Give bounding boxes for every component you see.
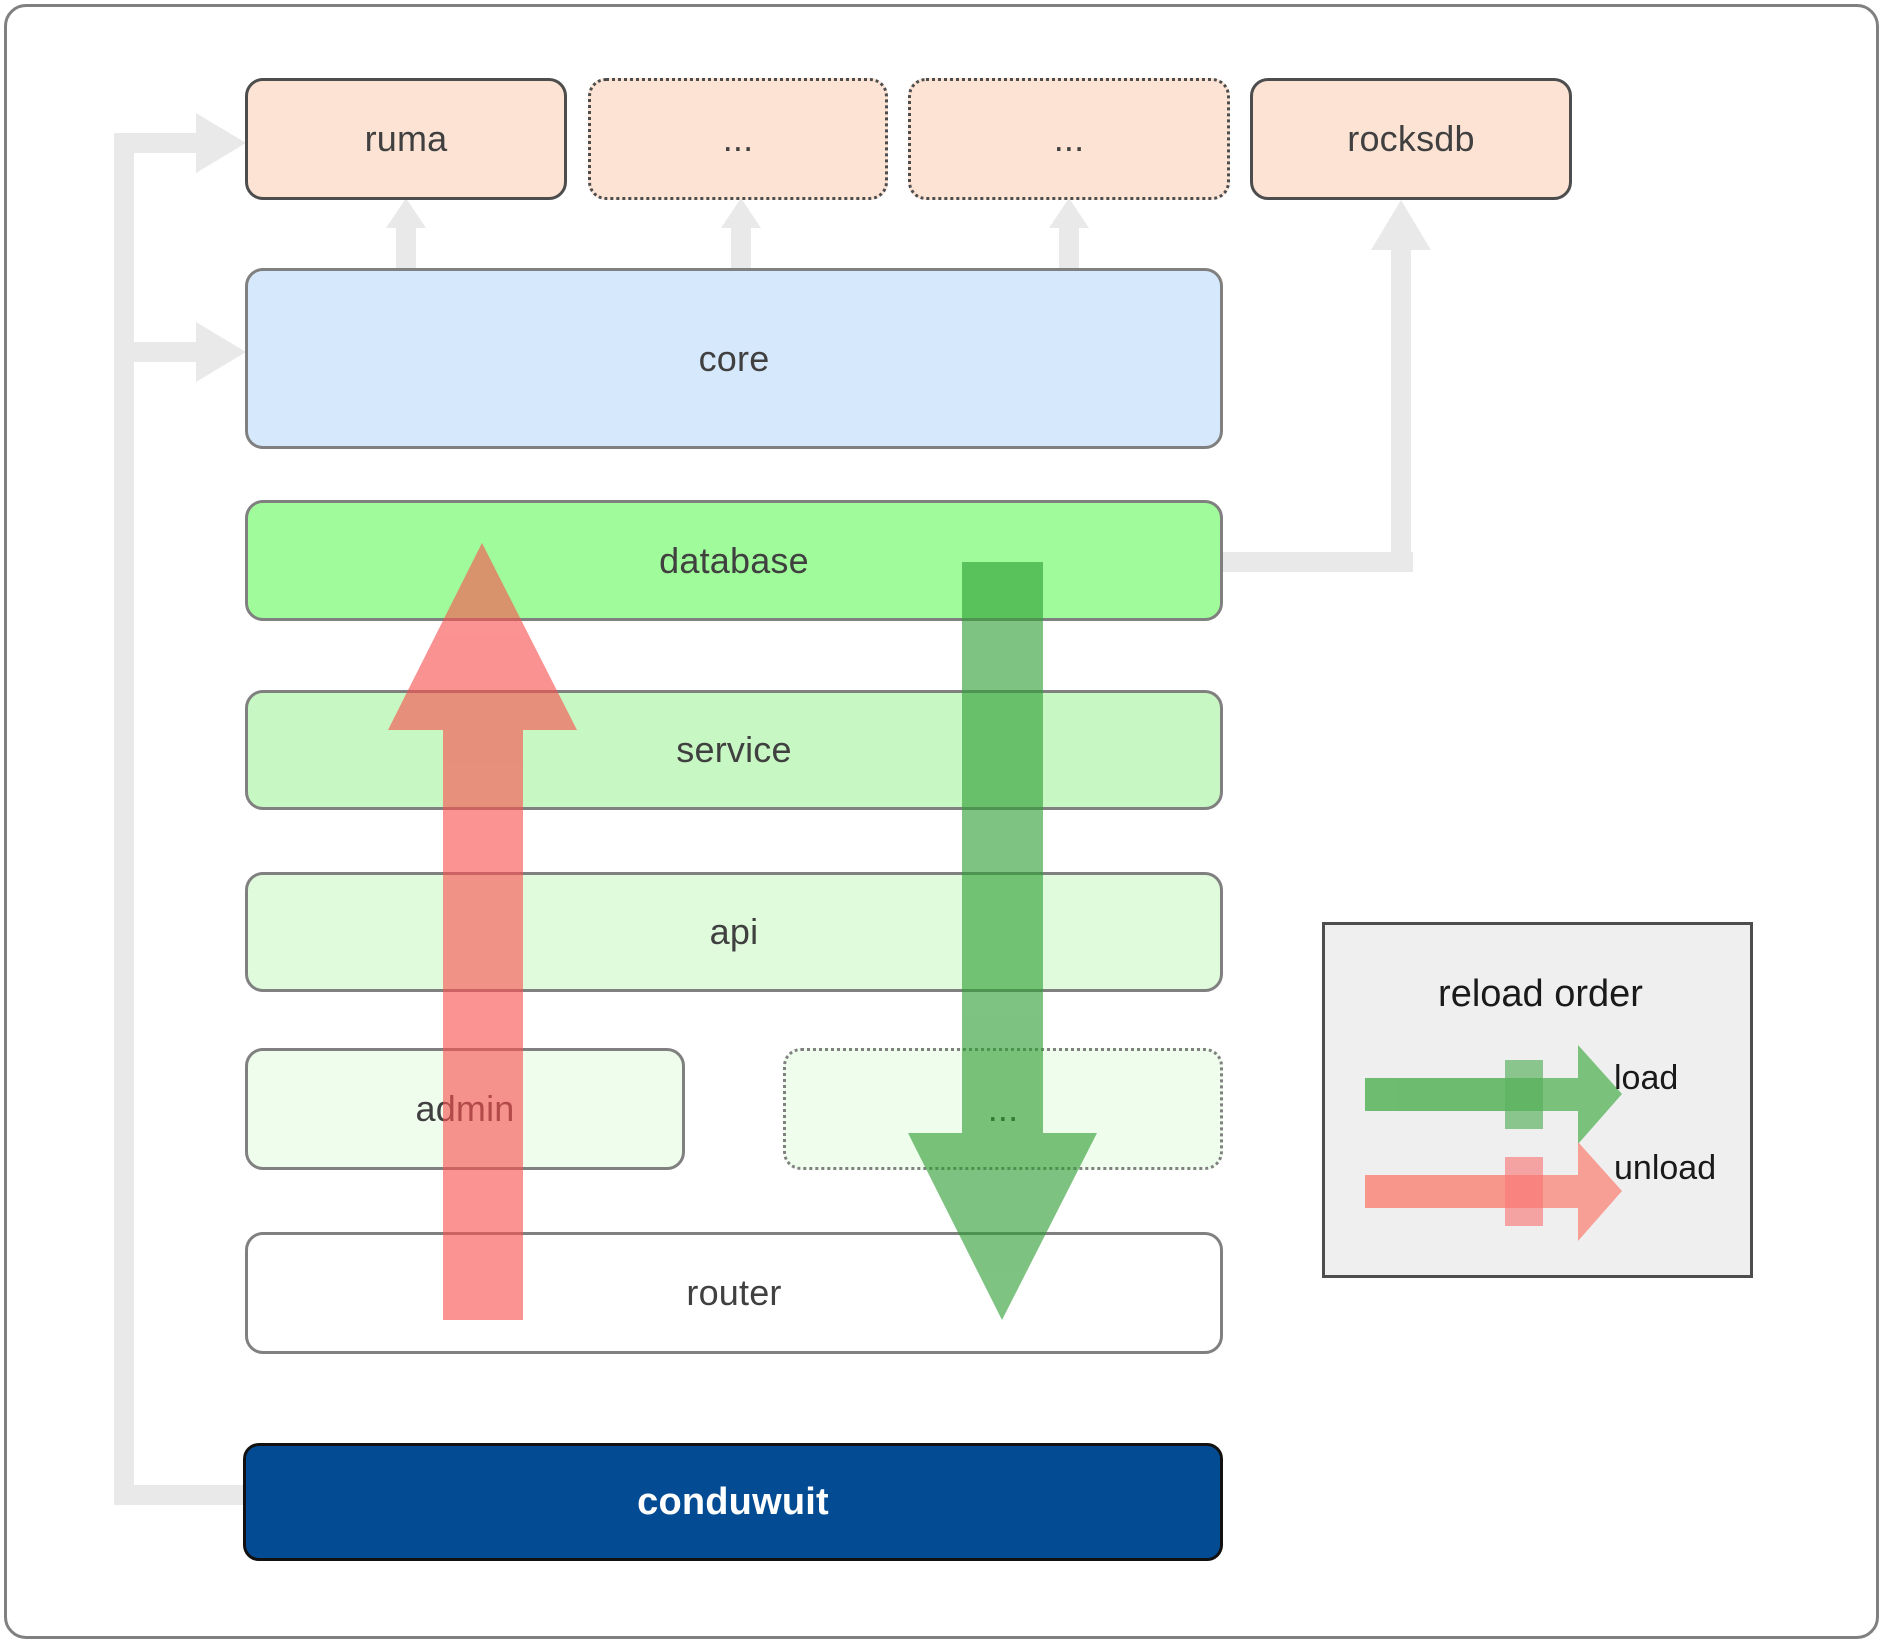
dependency-ruma-label: ruma (364, 118, 448, 159)
legend-title: reload order (1438, 973, 1643, 1015)
dependency-ruma[interactable]: ruma (245, 78, 567, 200)
dependency-placeholder-1-label: ... (722, 118, 754, 159)
crate-admin-label: admin (415, 1088, 515, 1129)
dependency-placeholder-2-label: ... (1053, 118, 1085, 159)
legend-label-unload: unload (1614, 1149, 1717, 1187)
crate-service[interactable]: service (245, 690, 1223, 810)
crate-database-label: database (659, 539, 809, 581)
legend-unload-arrow-icon (1365, 1142, 1622, 1241)
crate-service-label: service (676, 729, 792, 770)
crate-router-label: router (686, 1272, 782, 1313)
dependency-placeholder-2[interactable]: ... (908, 78, 1230, 200)
binary-conduwuit[interactable]: conduwuit (243, 1443, 1223, 1561)
dependency-rocksdb-label: rocksdb (1347, 118, 1475, 159)
dependency-placeholder-1[interactable]: ... (588, 78, 888, 200)
crate-admin[interactable]: admin (245, 1048, 685, 1170)
legend-label-load: load (1614, 1059, 1679, 1097)
crate-core[interactable]: core (245, 268, 1223, 449)
legend: reload order load unload (1322, 922, 1753, 1278)
crate-placeholder[interactable]: ... (783, 1048, 1223, 1170)
legend-arrow-swatches (1365, 1045, 1622, 1241)
crate-database[interactable]: database (245, 500, 1223, 621)
dependency-rocksdb[interactable]: rocksdb (1250, 78, 1572, 200)
binary-conduwuit-label: conduwuit (637, 1480, 829, 1523)
crate-core-label: core (698, 337, 770, 379)
diagram-frame (4, 4, 1879, 1639)
legend-load-arrow-icon (1365, 1045, 1622, 1144)
crate-router[interactable]: router (245, 1232, 1223, 1354)
crate-placeholder-label: ... (987, 1088, 1019, 1129)
crate-api-label: api (709, 911, 759, 952)
crate-api[interactable]: api (245, 872, 1223, 992)
